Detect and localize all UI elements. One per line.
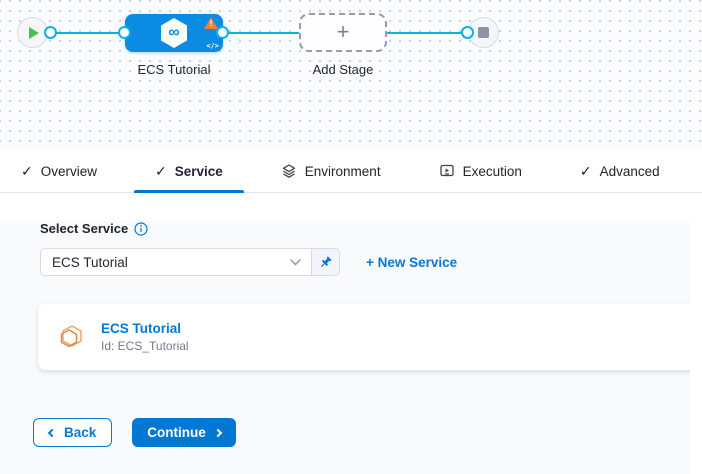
tab-label: Environment (304, 163, 381, 179)
service-card-ecs-tutorial[interactable]: ECS Tutorial Id: ECS_Tutorial (38, 304, 702, 370)
pipeline-canvas[interactable]: ECS Tutorial Add Stage (0, 0, 702, 150)
tab-label: Service (174, 163, 223, 179)
edge-stage-to-addstage (222, 32, 300, 34)
layers-icon (281, 163, 297, 179)
connector-end[interactable] (461, 26, 474, 39)
tab-execution[interactable]: Execution (418, 150, 543, 192)
harness-cd-hexagon-icon (161, 18, 187, 48)
tab-service[interactable]: Service (134, 150, 244, 193)
code-icon (206, 42, 219, 50)
select-service-label: Select Service (40, 221, 129, 236)
service-card-text: ECS Tutorial Id: ECS_Tutorial (101, 321, 189, 353)
back-button-label: Back (64, 425, 97, 440)
execution-play-icon (439, 163, 455, 179)
add-stage-label: Add Stage (312, 62, 374, 77)
tab-label: Overview (40, 163, 97, 179)
service-card-title: ECS Tutorial (101, 321, 182, 336)
service-select[interactable]: ECS Tutorial (40, 248, 312, 276)
chevron-left-icon (47, 428, 57, 437)
tab-label: Execution (462, 163, 522, 179)
scrollbar-track[interactable] (690, 221, 702, 474)
chevron-right-icon (213, 428, 223, 437)
stage-config-tabbar: Overview Service Environment Execution A… (0, 150, 702, 193)
stage-node-label: ECS Tutorial (137, 62, 211, 77)
edge-start-to-stage (50, 32, 126, 34)
service-select-row: ECS Tutorial + New Service (40, 248, 702, 276)
continue-button[interactable]: Continue (132, 418, 236, 447)
footer-actions: Back Continue (33, 418, 702, 447)
pin-icon (318, 255, 333, 270)
add-stage-button[interactable] (299, 13, 387, 52)
chevron-down-icon (290, 258, 301, 266)
play-icon (29, 26, 39, 39)
check-icon (155, 163, 167, 180)
service-select-value: ECS Tutorial (52, 254, 128, 270)
plus-icon (337, 21, 350, 43)
back-button[interactable]: Back (33, 418, 113, 447)
stop-icon (478, 27, 489, 38)
new-service-link[interactable]: + New Service (366, 254, 458, 270)
continue-button-label: Continue (147, 425, 206, 440)
stage-node-ecs-tutorial[interactable] (125, 14, 223, 52)
tab-overview[interactable]: Overview (0, 150, 118, 192)
service-tab-content: Select Service ECS Tutorial (0, 221, 702, 474)
pipeline-start-node[interactable] (17, 17, 48, 48)
warning-triangle-icon (204, 17, 218, 29)
connector-stage-right[interactable] (216, 26, 229, 39)
tab-environment[interactable]: Environment (260, 150, 402, 192)
check-icon (21, 163, 33, 180)
info-icon[interactable] (134, 221, 148, 236)
edge-addstage-to-end (387, 32, 467, 34)
tab-label: Advanced (599, 163, 660, 179)
connector-start[interactable] (44, 26, 57, 39)
connector-stage-left[interactable] (118, 26, 131, 39)
tab-advanced[interactable]: Advanced (559, 150, 681, 192)
check-icon (580, 163, 592, 180)
service-card-id: Id: ECS_Tutorial (101, 339, 189, 353)
select-service-label-row: Select Service (40, 221, 702, 236)
service-hexagon-icon (57, 323, 85, 351)
pin-button[interactable] (312, 248, 340, 276)
